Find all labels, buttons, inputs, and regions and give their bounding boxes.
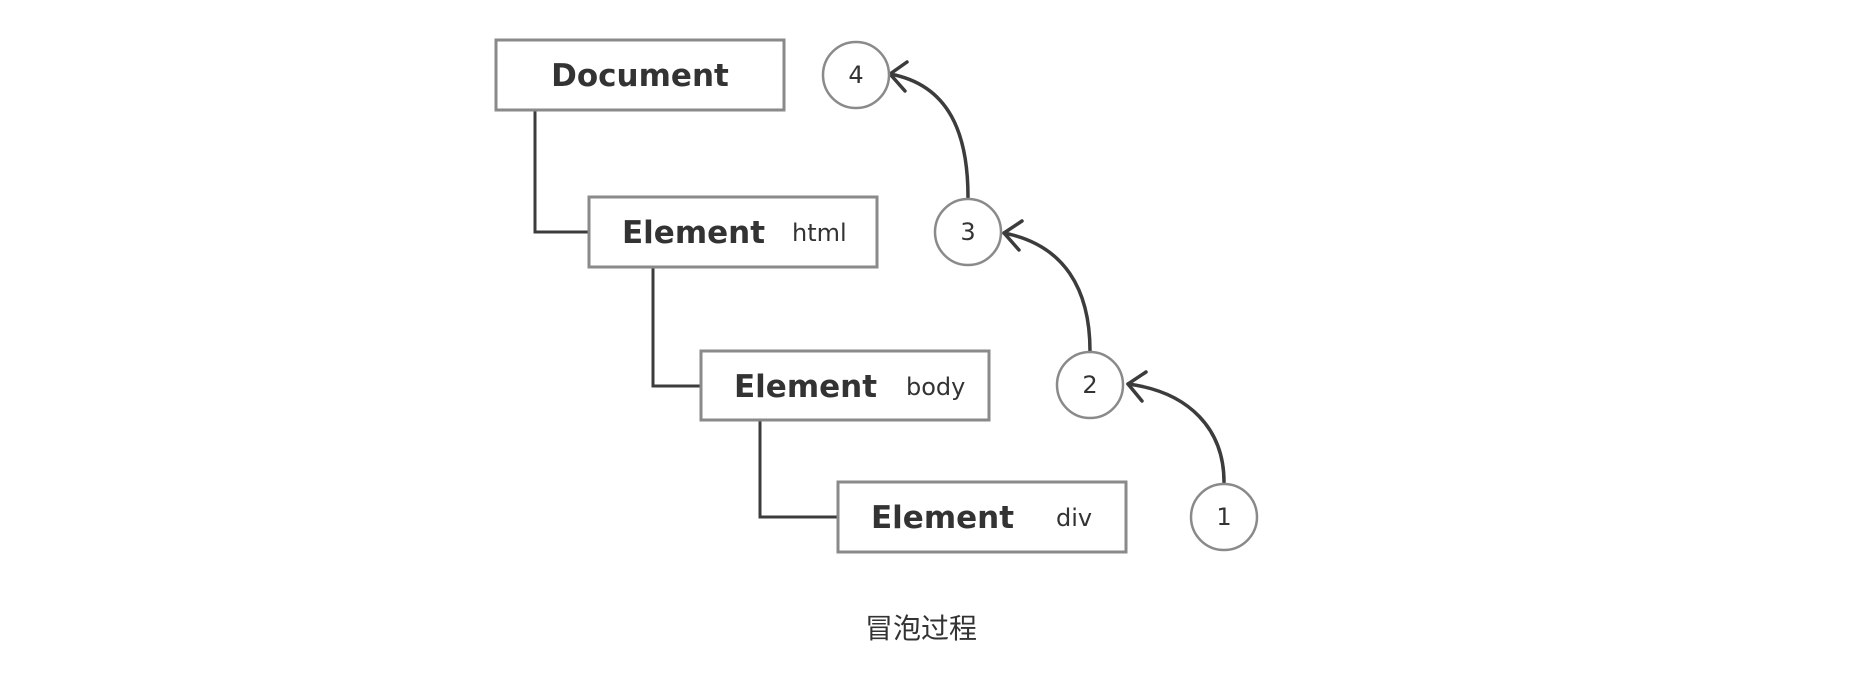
arrow-3-to-4	[888, 60, 970, 199]
node-element-body: Element body	[699, 349, 991, 422]
step-4-circle	[821, 40, 891, 110]
step-2-label: 2	[1082, 371, 1097, 399]
connector-html-body	[651, 266, 702, 388]
node-element-div: Element div	[836, 480, 1128, 554]
arc-3-to-4	[888, 72, 970, 199]
step-3-circle	[933, 197, 1003, 267]
connector-document-html	[533, 110, 590, 234]
node-element-html: Element html	[587, 195, 879, 269]
connector-body-div	[758, 420, 840, 519]
step-2: 2	[1055, 350, 1125, 420]
step-1-circle	[1189, 482, 1259, 552]
node-document-title: Document	[551, 58, 729, 94]
node-element-div-title: Element	[871, 500, 1014, 536]
node-element-div-box	[836, 480, 1128, 554]
arc-2-to-3	[1002, 231, 1092, 353]
step-4-label: 4	[848, 61, 863, 89]
arrow-2-to-3	[1002, 219, 1092, 353]
node-document: Document	[494, 38, 786, 112]
arc-1-to-2	[1126, 382, 1226, 484]
step-3-label: 3	[960, 218, 975, 246]
node-element-body-title: Element	[734, 369, 877, 405]
arrow-1-to-2	[1126, 370, 1226, 484]
step-1-label: 1	[1216, 503, 1231, 531]
node-element-div-tag: div	[1056, 504, 1092, 532]
step-4: 4	[821, 40, 891, 110]
arrowhead-2-to-3	[1002, 219, 1024, 252]
step-3: 3	[933, 197, 1003, 267]
node-element-body-tag: body	[906, 373, 965, 401]
node-document-box	[494, 38, 786, 112]
node-element-body-box	[699, 349, 991, 422]
arrowhead-1-to-2	[1126, 370, 1148, 403]
step-1: 1	[1189, 482, 1259, 552]
node-element-html-title: Element	[622, 215, 765, 251]
node-element-html-box	[587, 195, 879, 269]
node-element-html-tag: html	[792, 219, 847, 247]
step-2-circle	[1055, 350, 1125, 420]
diagram-caption: 冒泡过程	[865, 612, 977, 645]
